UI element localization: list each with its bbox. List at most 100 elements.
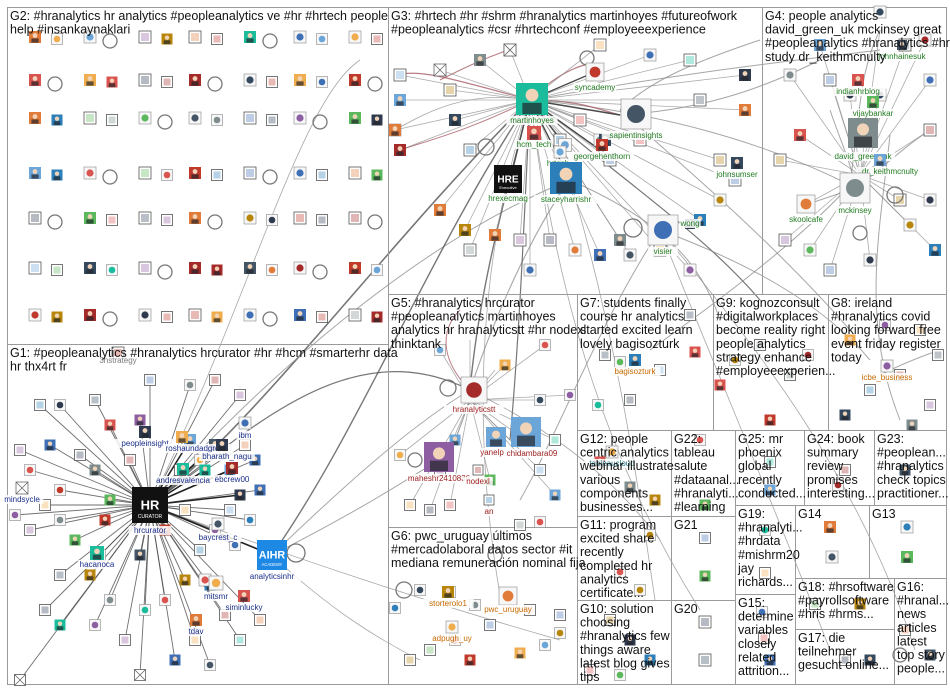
node-icon[interactable] bbox=[649, 494, 661, 506]
node-icon[interactable] bbox=[84, 569, 96, 581]
node-icon[interactable] bbox=[28, 261, 42, 275]
node-maheshr2410836[interactable]: maheshr2410836 bbox=[406, 442, 472, 483]
node-peopleinsight[interactable]: peopleinsight bbox=[115, 426, 175, 448]
node-icon[interactable] bbox=[699, 570, 711, 582]
node-siminlucky[interactable]: siminlucky bbox=[220, 590, 268, 612]
node-icon[interactable] bbox=[523, 263, 537, 277]
node-icon[interactable] bbox=[51, 311, 63, 323]
node-icon[interactable] bbox=[863, 253, 877, 267]
node-icon[interactable] bbox=[854, 598, 866, 610]
node-icon[interactable] bbox=[449, 114, 461, 126]
node-icon[interactable] bbox=[539, 639, 551, 651]
node-icon[interactable] bbox=[644, 654, 656, 666]
node-mitsmr[interactable]: mitsmr bbox=[201, 575, 231, 601]
node-david_green_uk[interactable]: david_green_uk bbox=[830, 118, 896, 161]
node-icon[interactable] bbox=[897, 40, 907, 50]
node-icon[interactable] bbox=[699, 532, 711, 544]
node-martinhoyes[interactable]: martinhoyes bbox=[506, 83, 558, 125]
node-icon[interactable] bbox=[923, 73, 937, 87]
node-georgehenthorn[interactable]: georgehenthorn bbox=[569, 139, 635, 161]
node-tdav[interactable]: tdav bbox=[185, 614, 207, 636]
node-adpugh_uy[interactable]: adpugh_uy bbox=[430, 620, 474, 643]
node-icon[interactable] bbox=[293, 261, 307, 275]
node-icon[interactable] bbox=[29, 112, 41, 124]
node-icon[interactable] bbox=[900, 520, 914, 534]
node-icon[interactable] bbox=[29, 74, 41, 86]
node-icon[interactable] bbox=[624, 634, 636, 646]
node-icon[interactable] bbox=[266, 114, 278, 126]
node-icon[interactable] bbox=[564, 389, 576, 401]
node-icon[interactable] bbox=[24, 524, 36, 536]
node-icon[interactable] bbox=[179, 504, 191, 516]
node-icon[interactable] bbox=[211, 33, 223, 45]
node-icon[interactable] bbox=[69, 534, 81, 546]
node-icon[interactable] bbox=[106, 114, 118, 126]
node-icon[interactable] bbox=[51, 114, 63, 126]
node-hacanoca[interactable]: hacanoca bbox=[77, 546, 117, 569]
node-icon[interactable] bbox=[254, 614, 266, 626]
node-icon[interactable] bbox=[211, 114, 223, 126]
node-icon[interactable] bbox=[689, 346, 701, 358]
node-icon[interactable] bbox=[99, 514, 111, 526]
node-mckinsey[interactable]: mckinsey bbox=[835, 172, 875, 215]
node-icon[interactable] bbox=[389, 602, 401, 614]
node-icon[interactable] bbox=[594, 249, 606, 261]
node-icon[interactable] bbox=[83, 30, 97, 44]
node-icon[interactable] bbox=[731, 157, 743, 169]
node-icon[interactable] bbox=[198, 573, 212, 587]
node-icon[interactable] bbox=[138, 166, 152, 180]
node-icon[interactable] bbox=[348, 211, 362, 225]
node-icon[interactable] bbox=[534, 394, 546, 406]
node-icon[interactable] bbox=[139, 604, 151, 616]
node-icon[interactable] bbox=[802, 349, 814, 361]
node-icon[interactable] bbox=[371, 114, 383, 126]
node-icon[interactable] bbox=[161, 76, 173, 88]
node-icon[interactable] bbox=[593, 38, 607, 52]
node-icon[interactable] bbox=[474, 54, 486, 66]
node-icon[interactable] bbox=[293, 30, 307, 44]
node-icon[interactable] bbox=[754, 339, 766, 351]
node-icon[interactable] bbox=[216, 439, 228, 451]
node-icon[interactable] bbox=[825, 550, 839, 564]
node-icon[interactable] bbox=[499, 359, 511, 371]
node-icon[interactable] bbox=[29, 167, 41, 179]
node-icon[interactable] bbox=[832, 479, 844, 491]
node-icon[interactable] bbox=[224, 504, 236, 516]
node-icon[interactable] bbox=[244, 514, 256, 526]
node-icon[interactable] bbox=[177, 463, 189, 475]
node-icon[interactable] bbox=[189, 167, 201, 179]
node-icon[interactable] bbox=[394, 94, 406, 106]
node-icon[interactable] bbox=[54, 399, 66, 411]
node-icon[interactable] bbox=[54, 484, 66, 496]
node-icon[interactable] bbox=[764, 414, 776, 426]
node-icon[interactable] bbox=[104, 594, 116, 606]
node-icon[interactable] bbox=[444, 499, 456, 511]
node-icon[interactable] bbox=[516, 83, 548, 115]
node-icon[interactable] bbox=[424, 442, 454, 472]
node-icon[interactable] bbox=[848, 118, 878, 148]
node-baycrest_c[interactable]: baycrest_c bbox=[194, 517, 242, 542]
node-icon[interactable] bbox=[394, 144, 406, 156]
node-icon[interactable] bbox=[809, 598, 821, 610]
node-icon[interactable] bbox=[404, 654, 416, 666]
node-icon[interactable] bbox=[543, 233, 557, 247]
node-icon[interactable] bbox=[486, 427, 506, 447]
node-icon[interactable] bbox=[623, 248, 637, 262]
node-icon[interactable] bbox=[463, 243, 477, 257]
node-icon[interactable] bbox=[867, 96, 879, 108]
node-icon[interactable] bbox=[442, 586, 454, 598]
node-icon[interactable] bbox=[394, 449, 406, 461]
node-icbe_business[interactable]: icbe_business bbox=[857, 359, 917, 382]
node-icon[interactable] bbox=[823, 263, 837, 277]
node-icon[interactable] bbox=[179, 574, 191, 586]
node-icon[interactable] bbox=[498, 586, 518, 606]
node-icon[interactable] bbox=[39, 604, 51, 616]
node-icon[interactable] bbox=[778, 233, 792, 247]
node-icon[interactable] bbox=[44, 439, 56, 451]
node-icon[interactable] bbox=[459, 224, 471, 236]
node-icon[interactable] bbox=[371, 311, 383, 323]
node-icon[interactable] bbox=[643, 48, 657, 62]
node-icon[interactable] bbox=[74, 449, 86, 461]
node-icon[interactable] bbox=[472, 464, 484, 476]
node-icon[interactable] bbox=[549, 434, 561, 446]
